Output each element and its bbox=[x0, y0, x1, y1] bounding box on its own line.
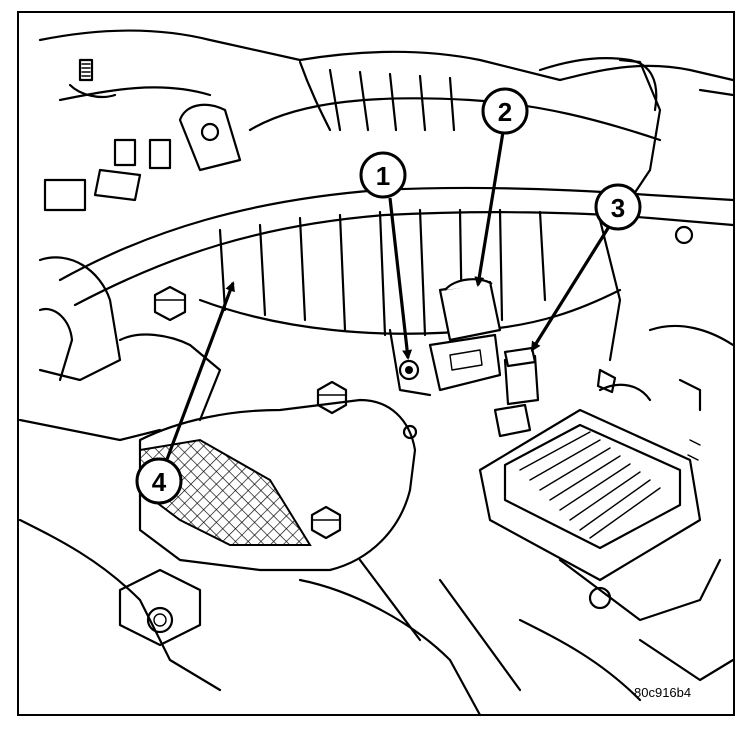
bolt-hex-mid bbox=[316, 380, 348, 415]
callout-3-label: 3 bbox=[611, 193, 625, 223]
bolt-hex-lower bbox=[310, 505, 342, 540]
coil-pack bbox=[478, 383, 722, 622]
callout-3: 3 bbox=[594, 183, 642, 231]
callout-1: 1 bbox=[359, 151, 407, 199]
leader-line-1 bbox=[388, 197, 413, 360]
callout-1-label: 1 bbox=[376, 161, 390, 191]
callout-4: 4 bbox=[135, 457, 183, 505]
bolt-hex-left bbox=[153, 285, 187, 322]
callout-4-label: 4 bbox=[152, 467, 167, 497]
figure-code: 80c916b4 bbox=[634, 685, 691, 700]
leader-line-2 bbox=[474, 131, 505, 287]
sensor-3-body bbox=[493, 346, 540, 438]
leader-line-4 bbox=[164, 281, 235, 463]
engine-illustration bbox=[18, 29, 735, 717]
callout-2: 2 bbox=[481, 87, 529, 135]
callout-2-label: 2 bbox=[498, 97, 512, 127]
sensor-2-body bbox=[428, 278, 502, 392]
leader-line-3 bbox=[530, 224, 612, 352]
